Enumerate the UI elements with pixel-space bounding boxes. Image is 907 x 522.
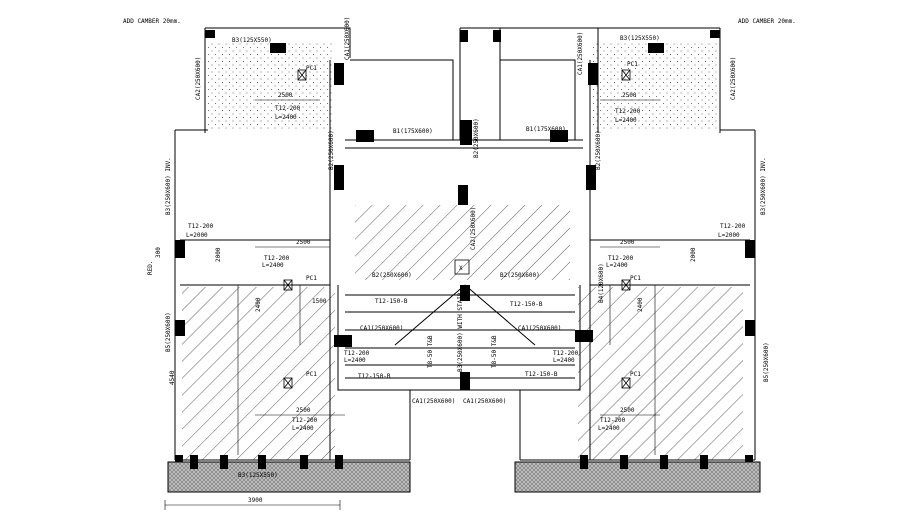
label-t12-150-left: T12-150-B bbox=[375, 298, 408, 305]
label-ca-top-right: CA1(250X600) bbox=[577, 32, 584, 75]
label-dim-4540: 4540 bbox=[169, 370, 176, 385]
label-dim-2500-top-right: 2500 bbox=[622, 92, 637, 99]
label-ca2-center: CA2(250X600) bbox=[470, 207, 477, 250]
label-t12-200-a: T12-200 bbox=[188, 223, 214, 230]
label-ca1-mid-left: CA1(250X600) bbox=[360, 325, 403, 332]
bottom-band-right bbox=[514, 461, 761, 493]
label-l2400-j: L=2400 bbox=[553, 357, 575, 364]
label-dim-1500: 1500 bbox=[312, 298, 327, 305]
label-dim-2500-bottom-left: 2500 bbox=[296, 407, 311, 414]
label-b3-top-left: B3(125X550) bbox=[232, 37, 272, 44]
dimension-lines bbox=[164, 99, 660, 510]
label-t12-200-i: T12-200 bbox=[344, 350, 370, 357]
label-t12-200-j: T12-200 bbox=[553, 350, 579, 357]
label-t12-200-f: T12-200 bbox=[608, 255, 634, 262]
label-b4-stair: B3(250X600) WITH STAIR bbox=[457, 292, 464, 372]
label-b5-left: B5(250X600) bbox=[165, 312, 172, 352]
label-b3-top-right: B3(125X550) bbox=[620, 35, 660, 42]
slab-hatch-left bbox=[182, 287, 335, 460]
label-t12-150-bottom: T12-150-B bbox=[358, 373, 391, 380]
label-b5-right: B5(250X600) bbox=[763, 342, 770, 382]
label-b1-left: B1(175X600) bbox=[393, 128, 433, 135]
label-dim-2000-left: 2000 bbox=[215, 247, 222, 262]
label-ca1-bot-right: CA1(250X600) bbox=[463, 398, 506, 405]
label-ca1-mid-right: CA1(250X600) bbox=[518, 325, 561, 332]
label-l2000-b: L=2000 bbox=[718, 232, 740, 239]
label-b2-center: B2(250X600) bbox=[372, 272, 412, 279]
label-dim-2400-left: 2400 bbox=[255, 297, 262, 312]
label-red: RED. bbox=[147, 261, 154, 275]
bottom-band-left bbox=[167, 461, 411, 493]
label-l2400-e: L=2400 bbox=[262, 262, 284, 269]
label-t12-200-c: T12-200 bbox=[275, 105, 301, 112]
label-b3-bottom: B3(125X550) bbox=[238, 472, 278, 479]
label-pc1-top-right: PC1 bbox=[627, 61, 638, 68]
label-t12-150-right: T12-150-B bbox=[510, 301, 543, 308]
label-pc1-mid-left: PC1 bbox=[306, 275, 317, 282]
columns bbox=[175, 30, 755, 467]
label-pc1-top-left: PC1 bbox=[306, 65, 317, 72]
label-l2400-h: L=2400 bbox=[598, 425, 620, 432]
label-dim-3900: 3900 bbox=[248, 497, 263, 504]
label-pc1-bot-right: PC1 bbox=[630, 371, 641, 378]
label-l2400-i: L=2400 bbox=[344, 357, 366, 364]
label-ca2-left: CA2(250X600) bbox=[195, 57, 202, 100]
label-t12-200-h: T12-200 bbox=[600, 417, 626, 424]
label-b3-side-right: B3(250X600) INV. bbox=[760, 157, 767, 215]
label-ca-top-left: CA1(250X600) bbox=[344, 17, 351, 60]
label-t12-200-g: T12-200 bbox=[292, 417, 318, 424]
label-b2-center-vert: B2(250X600) bbox=[473, 118, 480, 158]
label-t12-150-bottom-right: T12-150-B bbox=[525, 371, 558, 378]
bottom-columns bbox=[190, 455, 708, 469]
label-t8-150-right: T8-50 T&B bbox=[491, 335, 498, 368]
balcony-slab-right bbox=[592, 43, 718, 131]
label-l2400-c: L=2400 bbox=[275, 114, 297, 121]
label-dim-2500-top-left: 2500 bbox=[278, 92, 293, 99]
label-dim-2500-left: 2500 bbox=[296, 239, 311, 246]
label-b1-right: B1(175X600) bbox=[526, 126, 566, 133]
label-t12-200-b: T12-200 bbox=[720, 223, 746, 230]
label-b2-center-right: B2(250X600) bbox=[500, 272, 540, 279]
label-l2400-g: L=2400 bbox=[292, 425, 314, 432]
label-b3-side-left: B3(250X600) INV. bbox=[165, 157, 172, 215]
label-t12-200-e: T12-200 bbox=[264, 255, 290, 262]
pc1-boxes bbox=[283, 69, 631, 389]
label-dim-2500-bottom-right: 2500 bbox=[620, 407, 635, 414]
label-dim-2400-right: 2400 bbox=[637, 297, 644, 312]
label-l2000-a: L=2000 bbox=[186, 232, 208, 239]
label-pc1-mid-right: PC1 bbox=[630, 275, 641, 282]
label-b2-vert-left: B2(250X600) bbox=[328, 130, 335, 170]
label-x: X bbox=[459, 265, 463, 272]
slab-hatch-center bbox=[355, 205, 570, 280]
label-l2400-d: L=2400 bbox=[615, 117, 637, 124]
label-t12-200-d: T12-200 bbox=[615, 108, 641, 115]
label-b4: B4(120X600) bbox=[598, 263, 605, 303]
balcony-slab-left bbox=[207, 43, 334, 131]
label-pc1-bot-left: PC1 bbox=[306, 371, 317, 378]
label-dim-2500-right: 2500 bbox=[620, 239, 635, 246]
camber-note-right: ADD CAMBER 20mm. bbox=[738, 18, 796, 25]
label-dim-2000-right: 2000 bbox=[690, 247, 697, 262]
label-dim-300: 300 bbox=[155, 247, 162, 258]
label-ca1-bot-left: CA1(250X600) bbox=[412, 398, 455, 405]
slab-hatch-right bbox=[578, 287, 743, 460]
label-l2400-f: L=2400 bbox=[606, 262, 628, 269]
label-ca2-right: CA2(250X600) bbox=[730, 57, 737, 100]
label-t8-150-left: T8-50 T&B bbox=[427, 335, 434, 368]
camber-note-left: ADD CAMBER 20mm. bbox=[123, 18, 181, 25]
label-b2-vert-right: B2(250X600) bbox=[595, 130, 602, 170]
